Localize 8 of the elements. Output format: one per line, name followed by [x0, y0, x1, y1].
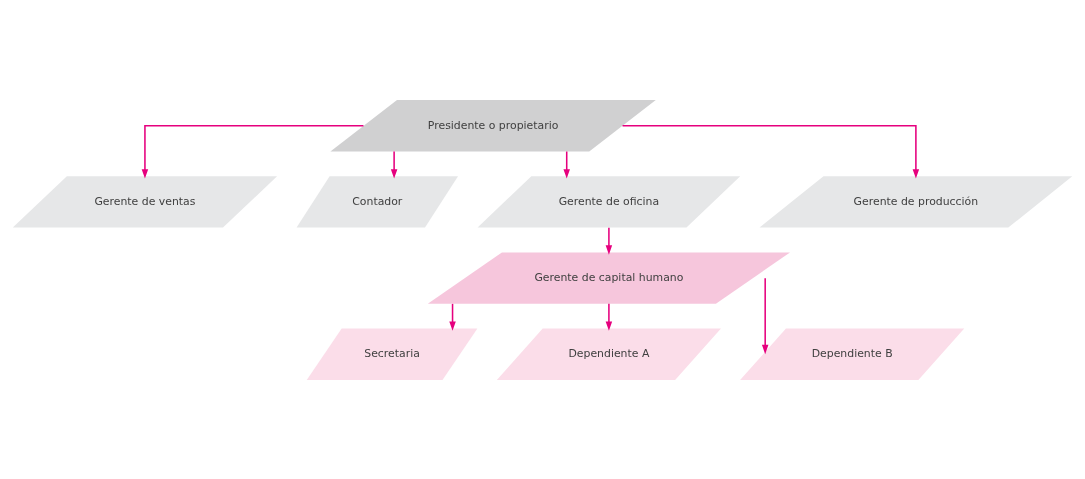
arrow: [141, 124, 365, 178]
arrow: [605, 226, 613, 255]
arrow: [449, 302, 456, 331]
arrow: [605, 302, 613, 331]
arrow: [621, 124, 920, 178]
arrow: [761, 276, 769, 354]
arrow: [563, 150, 570, 178]
arrow: [390, 150, 398, 178]
